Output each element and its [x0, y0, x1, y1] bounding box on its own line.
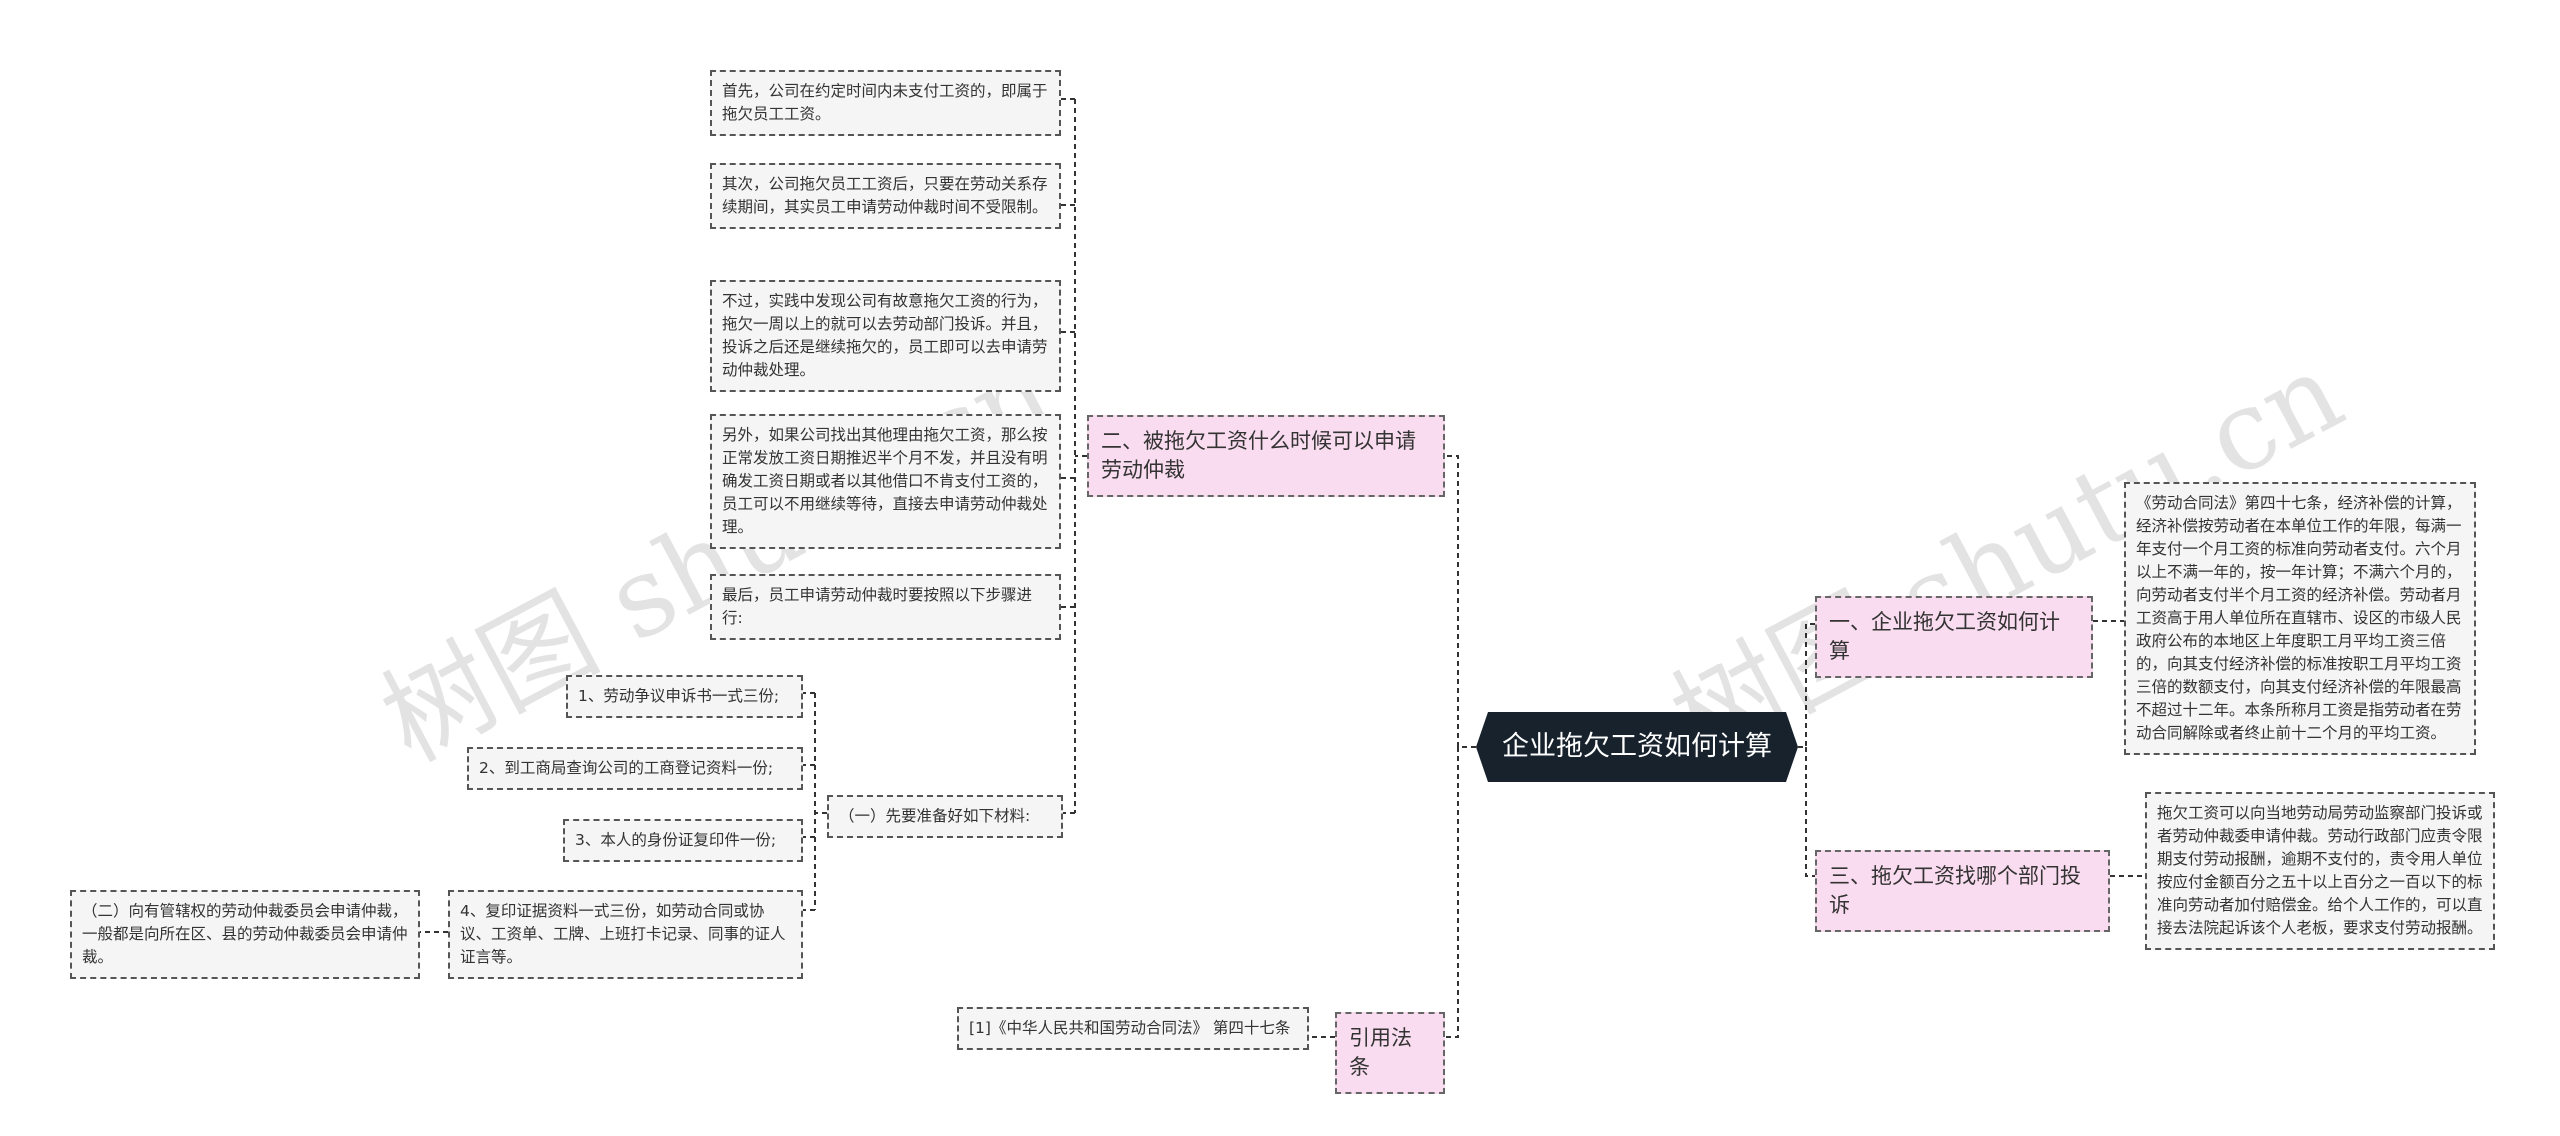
leaf-finally: 最后，员工申请劳动仲裁时要按照以下步骤进行: [710, 574, 1061, 640]
leaf-compensation-calculation: 《劳动合同法》第四十七条，经济补偿的计算，经济补偿按劳动者在本单位工作的年限，每… [2124, 482, 2476, 755]
leaf-prepare-materials: （一）先要准备好如下材料: [827, 795, 1063, 838]
material-id-copy: 3、本人的身份证复印件一份; [563, 819, 803, 862]
branch-arbitration-timing[interactable]: 二、被拖欠工资什么时候可以申请劳动仲裁 [1087, 415, 1445, 497]
branch-cited-law[interactable]: 引用法条 [1335, 1012, 1445, 1094]
branch-calculation[interactable]: 一、企业拖欠工资如何计算 [1815, 596, 2093, 678]
leaf-first: 首先，公司在约定时间内未支付工资的，即属于拖欠员工工资。 [710, 70, 1061, 136]
leaf-second: 其次，公司拖欠员工工资后，只要在劳动关系存续期间，其实员工申请劳动仲裁时间不受限… [710, 163, 1061, 229]
leaf-law-citation: [1]《中华人民共和国劳动合同法》 第四十七条 [957, 1007, 1309, 1050]
material-evidence-copies: 4、复印证据资料一式三份，如劳动合同或协议、工资单、工牌、上班打卡记录、同事的证… [448, 890, 803, 979]
leaf-apply-arbitration: （二）向有管辖权的劳动仲裁委员会申请仲裁，一般都是向所在区、县的劳动仲裁委员会申… [70, 890, 420, 979]
leaf-however: 不过，实践中发现公司有故意拖欠工资的行为，拖欠一周以上的就可以去劳动部门投诉。并… [710, 280, 1061, 392]
branch-complaint-department[interactable]: 三、拖欠工资找哪个部门投诉 [1815, 850, 2110, 932]
material-business-registration: 2、到工商局查询公司的工商登记资料一份; [467, 747, 803, 790]
leaf-complaint-department: 拖欠工资可以向当地劳动局劳动监察部门投诉或者劳动仲裁委申请仲裁。劳动行政部门应责… [2145, 792, 2495, 950]
root-topic[interactable]: 企业拖欠工资如何计算 [1476, 712, 1798, 782]
leaf-additionally: 另外，如果公司找出其他理由拖欠工资，那么按正常发放工资日期推迟半个月不发，并且没… [710, 414, 1061, 549]
material-application: 1、劳动争议申诉书一式三份; [566, 675, 803, 718]
